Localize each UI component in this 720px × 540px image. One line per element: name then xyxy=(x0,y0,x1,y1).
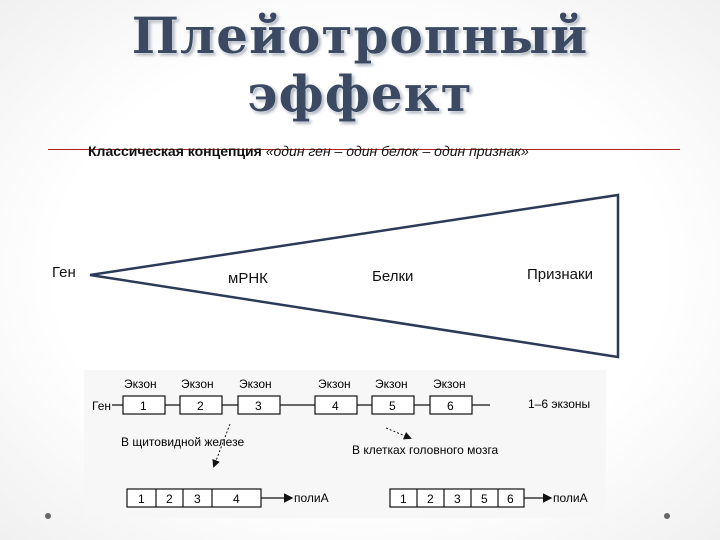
funnel-label-gene: Ген xyxy=(52,264,76,281)
exon-box-6 xyxy=(429,395,473,415)
funnel-label-mrna: мРНК xyxy=(228,270,268,287)
product-thyroid-exon-4: 4 xyxy=(233,492,240,506)
exon-box-5 xyxy=(371,395,415,415)
product-thyroid-exon-3: 3 xyxy=(194,492,201,506)
concept-prefix: Классическая концепция xyxy=(88,143,266,159)
exon-count-note: 1–6 экзоны xyxy=(528,397,590,411)
product-brain-exon-2: 2 xyxy=(427,492,434,506)
funnel-label-traits: Признаки xyxy=(527,266,593,283)
exon-label-6: Экзон xyxy=(433,377,466,391)
decor-dot-left xyxy=(45,513,51,519)
exon-number-3: 3 xyxy=(255,399,262,413)
exon-box-4 xyxy=(314,395,358,415)
exon-box-2 xyxy=(179,395,223,415)
exon-label-3: Экзон xyxy=(239,377,272,391)
polyA-label-thyroid: полиА xyxy=(294,491,329,505)
product-thyroid-exon-2: 2 xyxy=(166,492,173,506)
product-brain-exon-5: 5 xyxy=(481,492,488,506)
product-thyroid-exon-1: 1 xyxy=(138,492,145,506)
exon-number-5: 5 xyxy=(389,399,396,413)
exon-box-1 xyxy=(122,395,166,415)
polyA-label-brain: полиА xyxy=(553,491,588,505)
brain-note: В клетках головного мозга xyxy=(352,443,499,457)
exon-box-3 xyxy=(237,395,281,415)
decor-dot-right xyxy=(664,513,670,519)
exon-number-4: 4 xyxy=(332,399,339,413)
product-brain-exon-6: 6 xyxy=(507,492,514,506)
exon-label-2: Экзон xyxy=(181,377,214,391)
title-line-1: Плейотропный xyxy=(131,6,589,65)
arrow-thyroid xyxy=(212,423,231,468)
exon-label-4: Экзон xyxy=(318,377,351,391)
exon-number-6: 6 xyxy=(447,399,454,413)
exon-number-1: 1 xyxy=(140,399,147,413)
exon-label-1: Экзон xyxy=(124,377,157,391)
exon-label-5: Экзон xyxy=(375,377,408,391)
arrow-brain xyxy=(385,427,412,440)
funnel-shape xyxy=(89,193,620,359)
gene-label: Ген xyxy=(92,399,111,413)
funnel-label-proteins: Белки xyxy=(372,268,414,285)
product-brain-exon-1: 1 xyxy=(400,492,407,506)
thyroid-note: В щитовидной железе xyxy=(121,435,244,449)
exon-boxes xyxy=(122,395,473,415)
title-line-2: эффект xyxy=(247,64,473,123)
concept-quote: «один ген – один белок – один признак» xyxy=(265,143,529,159)
exon-number-2: 2 xyxy=(197,399,204,413)
divider-rule xyxy=(48,149,680,150)
classical-concept: Классическая концепция «один ген – один … xyxy=(88,143,529,159)
product-brain-exon-3: 3 xyxy=(454,492,461,506)
